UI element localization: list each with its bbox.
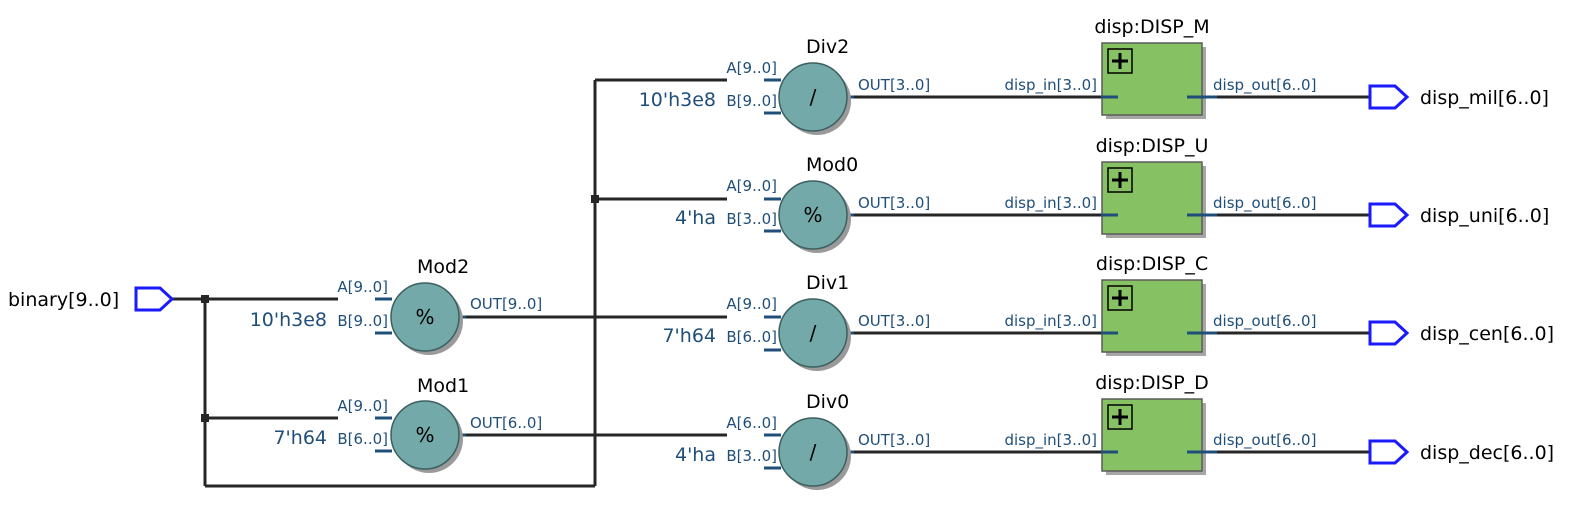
block-name: disp:DISP_M [1094,16,1209,38]
port-out-label: OUT[3..0] [858,194,930,212]
constant-value: 10'h3e8 [639,89,716,111]
port-a-label: A[9..0] [726,295,777,313]
modulo-operator-icon [390,400,460,470]
port-b-label: B[3..0] [726,210,777,228]
operator-symbol: % [415,423,434,447]
port-out-label: OUT[3..0] [858,431,930,449]
port-b-label: B[9..0] [726,92,777,110]
constant-value: 4'ha [675,207,716,229]
output-pin-label: disp_cen[6..0] [1420,323,1554,345]
port-in-label: disp_in[3..0] [1004,76,1097,95]
divide-operator-icon [778,417,848,487]
modulo-operator-icon [778,180,848,250]
port-out-label: OUT[6..0] [470,414,542,432]
operator-mod0[interactable]: Mod0 A[9..0] B[3..0] 4'ha OUT[3..0] % [675,154,930,253]
block-name: disp:DISP_D [1095,372,1209,394]
operator-symbol: / [810,321,817,345]
output-port-icon [1368,439,1410,465]
output-pin-disp-cen[interactable]: disp_cen[6..0] [1368,320,1554,346]
operator-name: Mod0 [806,154,858,176]
divide-operator-icon [778,298,848,368]
port-in-label: disp_in[3..0] [1004,194,1097,213]
output-port-icon [1368,320,1410,346]
port-out-label: OUT[3..0] [858,312,930,330]
operator-name: Mod2 [417,256,469,278]
port-out-label: disp_out[6..0] [1213,194,1316,213]
block-name: disp:DISP_C [1096,253,1208,275]
output-pin-disp-dec[interactable]: disp_dec[6..0] [1368,439,1554,465]
wires [172,78,1370,488]
operator-symbol: / [810,85,817,109]
block-disp-d[interactable]: disp:DISP_D disp_in[3..0] disp_out[6..0] [1004,372,1316,475]
operator-symbol: % [803,203,822,227]
operator-name: Div1 [806,272,849,294]
port-a-label: A[9..0] [726,59,777,77]
operator-symbol: % [415,305,434,329]
junction-dot [201,414,209,422]
operator-mod2[interactable]: Mod2 A[9..0] B[9..0] 10'h3e8 OUT[9..0] % [250,256,543,355]
port-a-label: A[9..0] [337,278,388,296]
port-in-label: disp_in[3..0] [1004,431,1097,450]
constant-value: 7'h64 [273,427,327,449]
output-pin-label: disp_dec[6..0] [1420,442,1554,464]
port-b-label: B[3..0] [726,447,777,465]
block-disp-c[interactable]: disp:DISP_C disp_in[3..0] disp_out[6..0] [1004,253,1316,356]
constant-value: 7'h64 [662,325,716,347]
port-out-label: disp_out[6..0] [1213,312,1316,331]
port-b-label: B[6..0] [337,430,388,448]
operator-mod1[interactable]: Mod1 A[9..0] B[6..0] 7'h64 OUT[6..0] % [273,375,542,473]
operator-symbol: / [810,440,817,464]
input-pin-binary[interactable]: binary[9..0] [8,286,175,312]
port-out-label: disp_out[6..0] [1213,431,1316,450]
output-pin-disp-mil[interactable]: disp_mil[6..0] [1368,84,1549,110]
port-in-label: disp_in[3..0] [1004,312,1097,331]
operator-name: Div0 [806,391,849,413]
operator-div2[interactable]: Div2 A[9..0] B[9..0] 10'h3e8 OUT[3..0] / [639,36,931,135]
port-a-label: A[9..0] [726,177,777,195]
output-port-icon [1368,84,1410,110]
output-pin-label: disp_mil[6..0] [1420,87,1549,109]
port-out-label: OUT[3..0] [858,76,930,94]
operator-div1[interactable]: Div1 A[9..0] B[6..0] 7'h64 OUT[3..0] / [662,272,930,371]
junction-dot [591,195,599,203]
operator-name: Mod1 [417,375,469,397]
constant-value: 4'ha [675,444,716,466]
port-out-label: disp_out[6..0] [1213,76,1316,95]
output-pin-disp-uni[interactable]: disp_uni[6..0] [1368,202,1549,228]
junction-dot [201,295,209,303]
port-b-label: B[6..0] [726,328,777,346]
operator-name: Div2 [806,36,849,58]
constant-value: 10'h3e8 [250,309,327,331]
block-name: disp:DISP_U [1096,135,1209,157]
input-pin-label: binary[9..0] [8,289,119,311]
output-port-icon [1368,202,1410,228]
port-b-label: B[9..0] [337,312,388,330]
input-port-icon [134,286,175,312]
port-a-label: A[9..0] [337,397,388,415]
block-disp-m[interactable]: disp:DISP_M disp_in[3..0] disp_out[6..0] [1004,16,1316,119]
block-disp-u[interactable]: disp:DISP_U disp_in[3..0] disp_out[6..0] [1004,135,1316,238]
modulo-operator-icon [390,282,460,352]
operator-div0[interactable]: Div0 A[6..0] B[3..0] 4'ha OUT[3..0] / [675,391,930,490]
port-out-label: OUT[9..0] [470,295,542,313]
port-a-label: A[6..0] [726,414,777,432]
output-pin-label: disp_uni[6..0] [1420,205,1549,227]
divide-operator-icon [778,62,848,132]
